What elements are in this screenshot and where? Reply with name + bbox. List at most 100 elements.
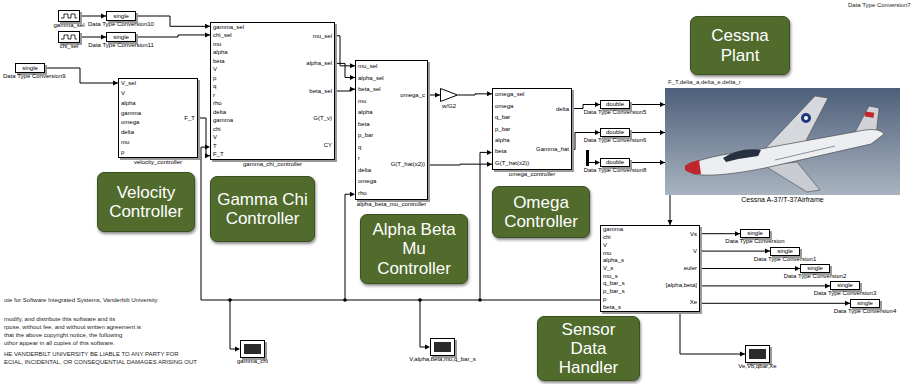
signal-line — [700, 231, 740, 236]
callout-box: Alpha Beta Mu Controller — [360, 214, 468, 284]
data-type-conversion: singleData Type Conversion9 — [15, 63, 45, 73]
port-label: p — [121, 149, 124, 156]
port-label: omega_c — [400, 92, 425, 99]
port-label: V — [213, 134, 217, 141]
subsystem-block: gammachiVmualpha_sV_smu_sq_bar_sp_bar_sp… — [600, 225, 700, 312]
wire-path — [335, 63, 355, 77]
note-text: Data Type Conversion7 — [848, 2, 911, 9]
port-label: r — [213, 92, 215, 99]
scope-block: V,alpha,beta,mu,q_bar_s — [430, 338, 455, 356]
junction-dots — [228, 298, 482, 302]
port-label: V_sel — [121, 80, 136, 87]
wire-path — [700, 285, 830, 286]
subsystem-block: omega_selomegaq_barp_baralphabetaG(T_hat… — [492, 88, 572, 170]
port-label: beta — [495, 148, 507, 155]
block-text: single — [771, 248, 799, 255]
wire-path — [428, 164, 492, 166]
port-label: mu — [213, 41, 221, 48]
signal-line — [700, 266, 800, 271]
data-type-conversion: singleData Type Conversion4 — [850, 299, 880, 308]
block-label: Data Type Conversion1 — [754, 256, 817, 263]
signal-line — [700, 301, 850, 306]
port-label: gamma — [603, 226, 623, 233]
port-label: delta — [121, 129, 134, 136]
data-type-conversion: singleData Type Conversion1 — [770, 247, 800, 256]
note-text: F_T,delta_a,delta_e,delta_r — [668, 79, 741, 86]
block-text: double — [601, 129, 629, 136]
block-name: omega_controller — [509, 171, 555, 178]
port-label: G(T_hat(x2)) — [391, 161, 425, 168]
port-label: q_bar — [495, 114, 510, 121]
block-text: single — [16, 64, 44, 72]
block-label: Ve,Vb,qbar,Xe — [738, 363, 776, 370]
data-type-conversion: singleData Type Conversion3 — [830, 281, 860, 290]
signal-line — [80, 35, 106, 40]
signal-line — [428, 93, 440, 98]
block-label: Data Type Conversion5 — [584, 109, 647, 116]
arrowhead — [435, 93, 440, 98]
data-type-conversion: singleData Type Conversion — [740, 229, 770, 238]
block-label: chi_sel — [60, 43, 79, 50]
port-label: alpha — [213, 49, 228, 56]
signal-line — [335, 63, 355, 80]
wire-path — [630, 104, 665, 105]
block-text: single — [107, 33, 135, 41]
port-label: T — [213, 143, 217, 150]
port-label: p_bar — [495, 126, 510, 133]
scope-screen — [434, 342, 451, 352]
port-label: p_bar — [358, 132, 373, 139]
scope-block: Ve,Vb,qbar,Xe — [745, 345, 770, 363]
callout-box: Gamma Chi Controller — [210, 176, 315, 242]
port-label: omega — [358, 178, 376, 185]
data-type-conversion: doubleData Type Conversion6 — [600, 128, 630, 137]
scope-screen — [749, 349, 766, 359]
port-label: [alpha,beta] — [666, 282, 697, 289]
note-text: ECIAL, INCIDENTAL, OR CONSEQUENTIAL DAMA… — [4, 359, 197, 366]
arrowhead — [660, 102, 665, 107]
port-label: G(T_hat(x2)) — [495, 160, 529, 167]
port-label: gamma — [121, 110, 141, 117]
signal-line — [630, 102, 665, 107]
port-label: delta — [213, 109, 226, 116]
block-label: Data Type Conversion2 — [784, 273, 847, 280]
port-label: q — [213, 83, 216, 90]
port-label: beta — [213, 58, 225, 65]
port-label: V — [213, 66, 217, 73]
block-label: Data Type Conversion10 — [88, 21, 154, 28]
block-text: double — [601, 101, 629, 108]
subsystem-block: V_selValphagammaomegadeltamupF_Tvelocity… — [118, 78, 198, 158]
wire-path — [700, 233, 740, 234]
signal-line — [572, 102, 600, 109]
block-label: Data Type Conversion — [725, 238, 784, 245]
port-label: V_s — [603, 265, 613, 272]
wire-path — [335, 36, 355, 66]
port-label: beta — [358, 121, 370, 128]
signal-line — [630, 160, 665, 165]
wire-path — [700, 303, 850, 304]
port-label: alpha — [495, 137, 510, 144]
block-label: Data Type Conversion9 — [3, 73, 66, 80]
data-type-conversion: singleData Type Conversion10 — [106, 11, 136, 21]
port-label: mu_sel — [313, 33, 332, 40]
wire-path — [198, 118, 210, 156]
block-text: single — [831, 282, 859, 289]
block-label: Data Type Conversion11 — [88, 42, 153, 49]
subsystem-block: gamma_selchi_selmualphabetaVpqrrhodeltag… — [210, 22, 335, 160]
wire-path — [630, 132, 665, 133]
port-label: q — [358, 144, 361, 151]
block-text: single — [741, 230, 769, 237]
port-label: q_bar_s — [603, 280, 625, 287]
port-label: CY — [324, 142, 332, 149]
port-label: gamma — [213, 117, 233, 124]
callout-text: Velocity Controller — [103, 183, 189, 221]
block-label: V,alpha,beta,mu,q_bar_s — [409, 356, 476, 363]
port-label: gamma_sel — [213, 24, 244, 31]
block-name: gamma_chi_controller — [243, 161, 302, 168]
block-label: Data Type Conversion6 — [584, 137, 647, 144]
gain-triangle — [440, 88, 458, 102]
port-label: p — [213, 75, 216, 82]
note-text: HE VANDERBILT UNIVERSITY BE LIABLE TO AN… — [4, 351, 179, 358]
scope-screen — [244, 344, 261, 354]
port-label: omega_sel — [495, 91, 524, 98]
